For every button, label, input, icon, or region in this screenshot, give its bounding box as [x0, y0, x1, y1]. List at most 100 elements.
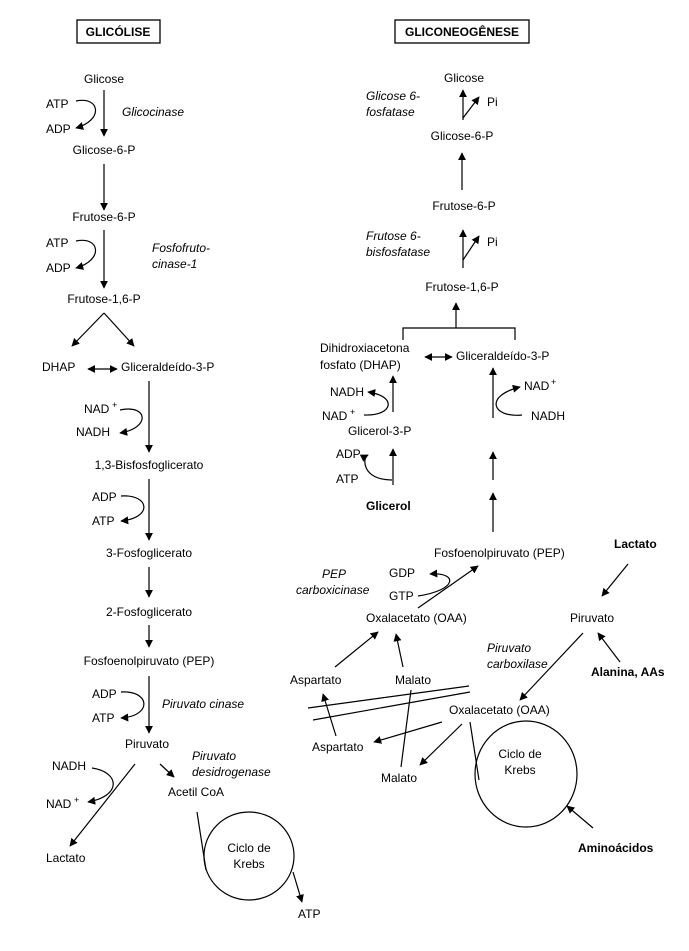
malato-out-line — [400, 689, 412, 768]
fosfofrutocinase-label-2: cinase-1 — [152, 257, 197, 271]
pep-label: Fosfoenolpiruvato (PEP) — [84, 654, 215, 668]
gliceraldeido-3-p-label: Gliceraldeído-3-P — [121, 360, 214, 374]
pi-release-arrow — [462, 235, 480, 261]
frutose-1-6-p-label: Frutose-1,6-P — [425, 280, 498, 294]
frutose-bisfosfatase-label: Frutose 6- — [366, 229, 421, 243]
oaa-to-aspartato-arrow — [373, 721, 443, 744]
oxalacetato-label: Oxalacetato (OAA) — [366, 611, 467, 625]
gtp-gdp-curve — [417, 569, 451, 597]
aspartato-to-oaa-arrow — [334, 631, 379, 668]
ciclo-de-krebs-label-2: Krebs — [504, 763, 535, 777]
ciclo-de-krebs-label-2: Krebs — [233, 857, 264, 871]
ciclo-de-krebs-circle — [474, 720, 578, 828]
gliceraldeido-3-p-label: Gliceraldeído-3-P — [456, 349, 549, 363]
acetil-to-krebs-line — [196, 811, 207, 871]
piruvato-to-lactato-arrow — [69, 763, 136, 847]
frutose-1-6-p-label: Frutose-1,6-P — [67, 292, 140, 306]
pep-carboxicinase-label: PEP — [322, 567, 346, 581]
malato-label: Malato — [395, 673, 431, 687]
nad-label: NAD — [524, 379, 550, 393]
alanina-aas-label: Alanina, AAs — [591, 665, 665, 679]
bisfosfoglicerato-label: 1,3-Bisfosfoglicerato — [95, 458, 204, 472]
adp-label: ADP — [92, 490, 117, 504]
glicolise-title: GLICÓLISE — [86, 24, 151, 39]
adp-atp-curve — [120, 495, 145, 525]
nad-label: NAD — [84, 402, 110, 416]
acetil-coa-label: Acetil CoA — [168, 785, 224, 799]
nadh-label: NADH — [330, 385, 364, 399]
gtp-label: GTP — [389, 589, 414, 603]
aminoacidos-to-krebs-arrow — [566, 805, 594, 829]
nadh-nad-curve — [87, 767, 114, 805]
nad-nadh-curve — [119, 408, 143, 436]
aspartato-into-membrane-arrow — [321, 693, 337, 737]
piruvato-carboxilase-label: Piruvato — [487, 641, 531, 655]
oaa-to-pep-arrow — [417, 565, 479, 609]
ciclo-de-krebs-label: Ciclo de — [227, 841, 271, 855]
dhap-label-2: fosfato (DHAP) — [320, 358, 401, 372]
ciclo-de-krebs-circle — [203, 811, 295, 901]
atp-label: ATP — [46, 97, 68, 111]
frutose-6-p-label: Frutose-6-P — [432, 199, 495, 213]
piruvato-cinase-label: Piruvato cinase — [162, 697, 244, 711]
atp-adp-curve — [75, 239, 97, 270]
atp-adp-curve — [359, 454, 393, 481]
atp-label: ATP — [336, 472, 358, 486]
oaa-to-krebs-line — [469, 721, 480, 781]
lactato-label: Lactato — [614, 537, 657, 551]
nad-superscript: + — [551, 377, 556, 387]
gliconeogenese-header-box — [394, 19, 530, 44]
piruvato-label: Piruvato — [570, 611, 614, 625]
pi-release-arrow — [462, 96, 480, 119]
nadh-label: NADH — [52, 759, 86, 773]
glicerol-label: Glicerol — [366, 499, 411, 513]
ciclo-de-krebs-label: Ciclo de — [498, 747, 542, 761]
glicose-6-fosfatase-label: Glicose 6- — [366, 89, 420, 103]
f16p-to-dhap-arrow — [71, 312, 105, 347]
piruvato-desidrogenase-label: Piruvato — [192, 749, 236, 763]
glicerol-3-p-label: Glicerol-3-P — [348, 424, 411, 438]
aspartato-label: Aspartato — [290, 673, 342, 687]
fosfofrutocinase-label: Fosfofruto- — [152, 241, 210, 255]
adp-label: ADP — [336, 447, 361, 461]
membrane-line — [307, 685, 470, 709]
nadh-nad-curve — [495, 384, 523, 416]
3-fosfoglicerato-label: 3-Fosfoglicerato — [106, 546, 192, 560]
nad-label: NAD — [46, 797, 72, 811]
frutose-6-p-label: Frutose-6-P — [72, 210, 135, 224]
atp-adp-curve — [75, 99, 97, 130]
glicolise-pathway: Glicose ATP ADP Glicocinase Glicose-6-P … — [42, 72, 320, 921]
piruvato-to-acetil-coa-arrow — [159, 763, 175, 778]
oxalacetato-label: Oxalacetato (OAA) — [449, 703, 550, 717]
aminoacidos-label: Aminoácidos — [578, 841, 654, 855]
krebs-to-atp-arrow — [292, 871, 304, 903]
adp-atp-curve — [120, 691, 145, 722]
nad-nadh-curve — [363, 389, 389, 416]
glicose-6-p-label: Glicose-6-P — [73, 143, 136, 157]
piruvato-label: Piruvato — [125, 737, 169, 751]
oaa-to-malato-arrow — [419, 723, 463, 766]
malato-label: Malato — [381, 771, 417, 785]
nad-superscript: + — [112, 400, 117, 410]
gdp-label: GDP — [389, 566, 415, 580]
gliconeogenese-header: GLICONEOGÊNESE — [394, 19, 530, 44]
piruvato-carboxilase-label-2: carboxilase — [487, 657, 548, 671]
trioses-join-bracket — [402, 327, 516, 340]
dhap-label: Dihidroxiacetona — [320, 341, 410, 355]
adp-label: ADP — [92, 687, 117, 701]
nad-superscript: + — [350, 407, 355, 417]
dhap-label: DHAP — [42, 360, 75, 374]
f16p-to-g3p-arrow — [103, 312, 135, 347]
aspartato-label: Aspartato — [312, 740, 364, 754]
nad-superscript: + — [74, 795, 79, 805]
atp-final-label: ATP — [298, 907, 320, 921]
glicose-6-fosfatase-label-2: fosfatase — [366, 105, 415, 119]
frutose-bisfosfatase-label-2: bisfosfatase — [366, 245, 430, 259]
piruvato-desidrogenase-label-2: desidrogenase — [192, 765, 271, 779]
glicose-label: Glicose — [444, 71, 484, 85]
pi-label: Pi — [487, 95, 498, 109]
nadh-label: NADH — [531, 409, 565, 423]
glicocinase-label: Glicocinase — [122, 105, 184, 119]
lactato-label: Lactato — [46, 851, 86, 865]
